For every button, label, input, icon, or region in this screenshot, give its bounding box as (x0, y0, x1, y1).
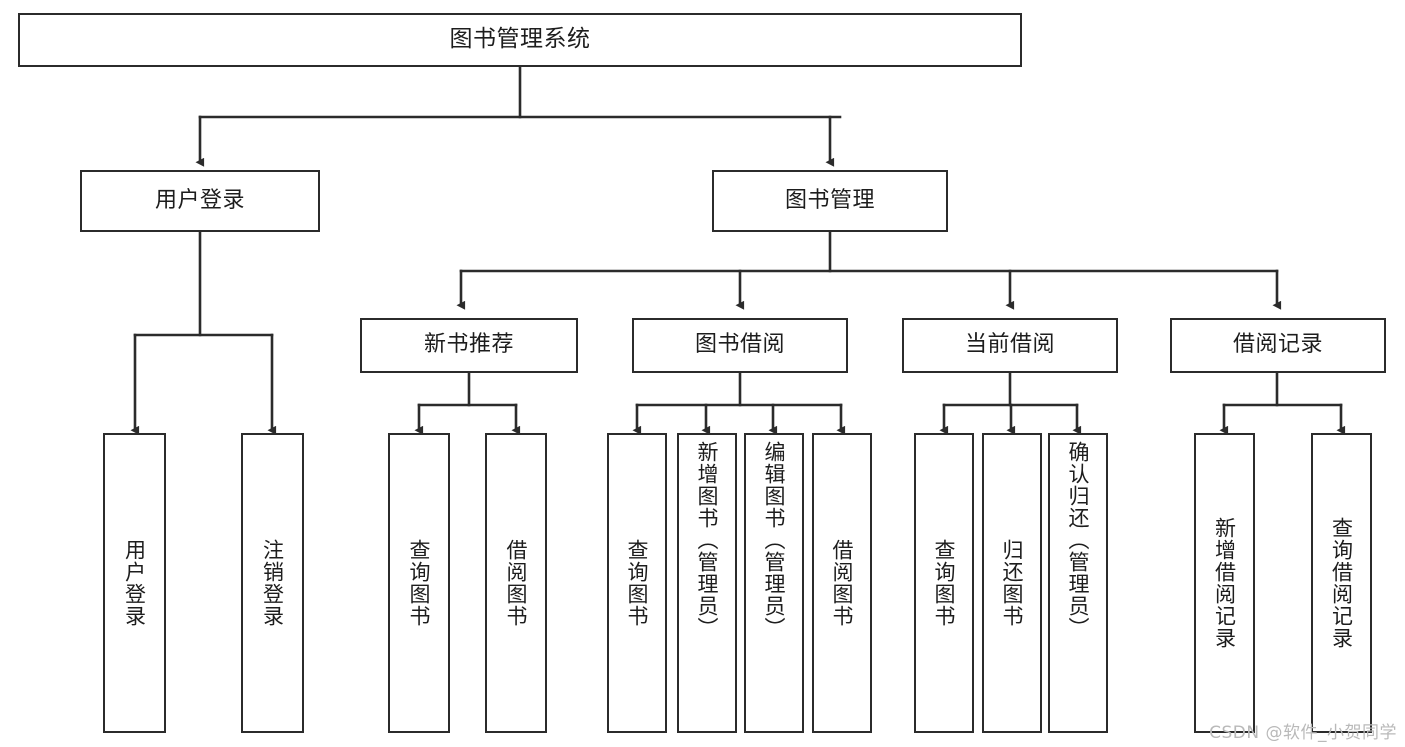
node-leaf-query-borrow-record[interactable]: 查询借阅记录 (1311, 433, 1372, 733)
node-label: 借阅记录 (1232, 332, 1323, 358)
node-label: 当前借阅 (964, 332, 1055, 358)
node-label: 新增图书（管理员） (695, 441, 720, 639)
node-label: 图书管理系统 (449, 26, 591, 53)
node-label: 查询图书 (932, 539, 957, 627)
node-leaf-user-login[interactable]: 用户登录 (103, 433, 166, 733)
node-label: 注销登录 (260, 539, 285, 627)
node-leaf-add-book-admin[interactable]: 新增图书（管理员） (677, 433, 737, 733)
node-label: 图书借阅 (694, 332, 785, 358)
node-root-book-management-system[interactable]: 图书管理系统 (18, 13, 1022, 67)
node-label: 用户登录 (122, 539, 147, 627)
node-leaf-borrow-books-newbook[interactable]: 借阅图书 (485, 433, 547, 733)
node-leaf-confirm-return-admin[interactable]: 确认归还（管理员） (1048, 433, 1108, 733)
node-book-borrowing[interactable]: 图书借阅 (632, 318, 848, 373)
node-label: 查询图书 (625, 539, 650, 627)
node-leaf-edit-book-admin[interactable]: 编辑图书（管理员） (744, 433, 804, 733)
watermark-text: CSDN @软件_小贺同学 (1209, 723, 1397, 743)
node-label: 用户登录 (154, 187, 245, 213)
node-borrowing-record[interactable]: 借阅记录 (1170, 318, 1386, 373)
node-label: 查询借阅记录 (1329, 517, 1354, 649)
node-label: 新书推荐 (423, 332, 514, 358)
node-label: 借阅图书 (830, 539, 855, 627)
node-user-login[interactable]: 用户登录 (80, 170, 320, 232)
node-leaf-borrow-books[interactable]: 借阅图书 (812, 433, 872, 733)
node-leaf-logout[interactable]: 注销登录 (241, 433, 304, 733)
node-label: 图书管理 (784, 187, 875, 213)
node-label: 编辑图书（管理员） (762, 441, 787, 639)
node-label: 查询图书 (407, 539, 432, 627)
node-leaf-add-borrow-record[interactable]: 新增借阅记录 (1194, 433, 1255, 733)
node-new-book-recommendation[interactable]: 新书推荐 (360, 318, 578, 373)
node-label: 新增借阅记录 (1212, 517, 1237, 649)
node-label: 借阅图书 (504, 539, 529, 627)
node-current-borrowing[interactable]: 当前借阅 (902, 318, 1118, 373)
node-leaf-query-books-newbook[interactable]: 查询图书 (388, 433, 450, 733)
node-label: 归还图书 (1000, 539, 1025, 627)
node-leaf-return-books[interactable]: 归还图书 (982, 433, 1042, 733)
node-leaf-query-books-current[interactable]: 查询图书 (914, 433, 974, 733)
node-leaf-query-books-borrow[interactable]: 查询图书 (607, 433, 667, 733)
node-label: 确认归还（管理员） (1066, 441, 1091, 639)
node-book-management[interactable]: 图书管理 (712, 170, 948, 232)
